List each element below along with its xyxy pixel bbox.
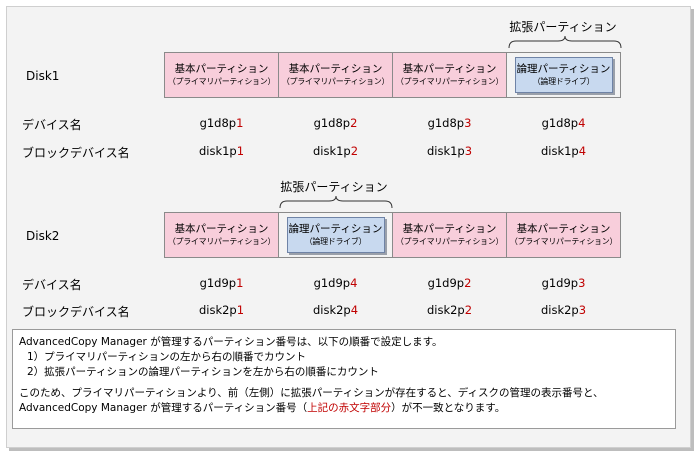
partition-name: 論理パーティション	[288, 223, 383, 235]
disk1-device-4: g1d8p4	[541, 116, 586, 130]
partition-sub: （プライマリパーティション）	[281, 77, 390, 86]
disk2-block-2: disk2p4	[312, 303, 359, 317]
disk2-block-4: disk2p3	[540, 303, 587, 317]
disk1-partition-row: 基本パーティション （プライマリパーティション） 基本パーティション （プライマ…	[164, 52, 621, 98]
note-line-1: AdvancedCopy Manager が管理するパーティション番号は、以下の…	[19, 336, 443, 348]
partition-sub: （プライマリパーティション）	[167, 77, 276, 86]
disk2-block-1: disk2p1	[198, 303, 245, 317]
note-line-3: 2）拡張パーティションの論理パーティションを左から右の順番にカウント	[27, 366, 379, 378]
disk1-logical-partition: 論理パーティション （論理ドライブ）	[514, 57, 613, 93]
explanation-note: AdvancedCopy Manager が管理するパーティション番号は、以下の…	[12, 329, 676, 429]
disk1-block-row-label: ブロックデバイス名	[22, 146, 130, 160]
partition-sub: （プライマリパーティション）	[509, 237, 618, 246]
disk2-partition-2-extended: 論理パーティション （論理ドライブ）	[278, 212, 393, 258]
note-line-5: AdvancedCopy Manager が管理するパーティション番号（上記の赤…	[19, 402, 506, 414]
disk1-block-1: disk1p1	[198, 144, 245, 158]
disk2-partition-4: 基本パーティション （プライマリパーティション）	[506, 212, 621, 258]
note-line-4: このため、プライマリパーティションより、前（左側）に拡張パーティションが存在する…	[19, 387, 604, 399]
disk2-device-row-label: デバイス名	[22, 278, 82, 292]
partition-sub: （論理ドライブ）	[304, 237, 367, 246]
disk2-partition-1: 基本パーティション （プライマリパーティション）	[164, 212, 279, 258]
disk1-device-2: g1d8p2	[313, 116, 358, 130]
disk1-device-row-label: デバイス名	[22, 118, 82, 132]
disk1-extended-brace	[508, 35, 622, 49]
disk1-block-3: disk1p3	[426, 144, 473, 158]
disk2-partition-row: 基本パーティション （プライマリパーティション） 論理パーティション （論理ドラ…	[164, 212, 621, 258]
disk2-device-2: g1d9p4	[313, 276, 358, 290]
partition-sub: （プライマリパーティション）	[395, 237, 504, 246]
disk2-block-row-label: ブロックデバイス名	[22, 305, 130, 319]
disk2-device-3: g1d9p2	[427, 276, 472, 290]
partition-name: 基本パーティション	[288, 63, 383, 75]
partition-name: 基本パーティション	[516, 223, 611, 235]
partition-sub: （プライマリパーティション）	[167, 237, 276, 246]
disk2-partition-3: 基本パーティション （プライマリパーティション）	[392, 212, 507, 258]
partition-name: 基本パーティション	[174, 223, 269, 235]
partition-name: 基本パーティション	[402, 223, 497, 235]
partition-name: 基本パーティション	[402, 63, 497, 75]
disk1-label: Disk1	[26, 69, 60, 83]
disk2-extended-brace	[279, 195, 393, 209]
disk1-partition-4-extended: 論理パーティション （論理ドライブ）	[506, 52, 621, 98]
disk2-device-4: g1d9p3	[541, 276, 586, 290]
disk2-logical-partition: 論理パーティション （論理ドライブ）	[286, 217, 385, 253]
note-highlight: 上記の赤文字部分	[307, 402, 392, 414]
disk1-device-1: g1d8p1	[199, 116, 244, 130]
disk1-partition-1: 基本パーティション （プライマリパーティション）	[164, 52, 279, 98]
disk1-extended-title: 拡張パーティション	[509, 20, 617, 34]
note-line-2: 1）プライマリパーティションの左から右の順番でカウント	[27, 351, 307, 363]
disk1-partition-2: 基本パーティション （プライマリパーティション）	[278, 52, 393, 98]
partition-name: 基本パーティション	[174, 63, 269, 75]
disk2-device-1: g1d9p1	[199, 276, 244, 290]
disk1-block-2: disk1p2	[312, 144, 359, 158]
partition-name: 論理パーティション	[516, 63, 611, 75]
disk2-label: Disk2	[26, 229, 60, 243]
disk1-partition-3: 基本パーティション （プライマリパーティション）	[392, 52, 507, 98]
partition-sub: （プライマリパーティション）	[395, 77, 504, 86]
disk2-block-3: disk2p2	[426, 303, 473, 317]
disk1-device-3: g1d8p3	[427, 116, 472, 130]
disk2-extended-title: 拡張パーティション	[280, 180, 388, 194]
partition-sub: （論理ドライブ）	[532, 77, 595, 86]
disk1-block-4: disk1p4	[540, 144, 587, 158]
